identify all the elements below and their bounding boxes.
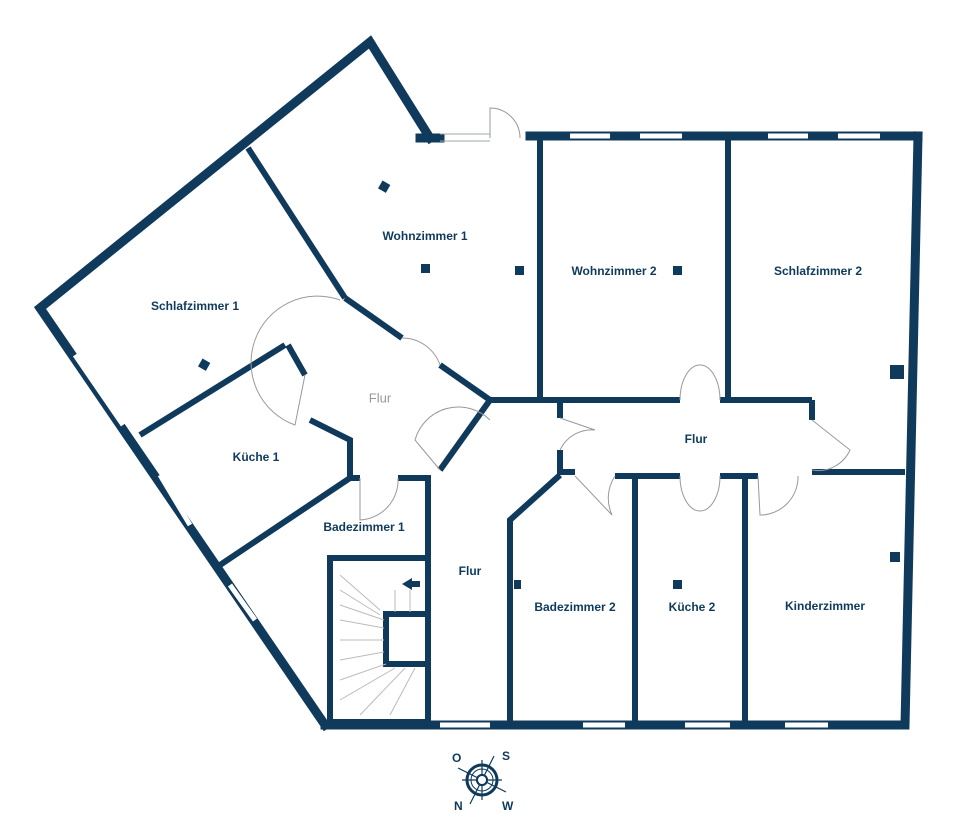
- compass-n: N: [454, 799, 463, 813]
- compass-s: S: [502, 749, 510, 763]
- stairs: [339, 574, 416, 716]
- room-label-flur-center: Flur: [458, 564, 482, 578]
- outer-walls: [33, 35, 923, 732]
- room-label-kinderzimmer: Kinderzimmer: [784, 599, 866, 613]
- interior-walls: [138, 138, 905, 725]
- room-label-schlafzimmer1: Schlafzimmer 1: [150, 299, 240, 313]
- room-label-flur-right: Flur: [684, 432, 708, 446]
- compass-o: O: [452, 751, 461, 765]
- room-label-schlafzimmer2: Schlafzimmer 2: [773, 264, 863, 278]
- compass: O S N W: [452, 749, 514, 813]
- room-label-badezimmer1: Badezimmer 1: [323, 520, 405, 534]
- room-label-kueche1: Küche 1: [232, 450, 280, 464]
- pillars: [198, 180, 904, 589]
- doors: [250, 107, 851, 521]
- room-label-wohnzimmer1: Wohnzimmer 1: [382, 229, 468, 243]
- windows: [72, 133, 880, 728]
- stair-arrow-icon: [402, 578, 420, 590]
- room-label-wohnzimmer2: Wohnzimmer 2: [571, 264, 657, 278]
- room-label-flur-left: Flur: [368, 390, 392, 406]
- compass-w: W: [502, 799, 514, 813]
- room-label-kueche2: Küche 2: [668, 600, 716, 614]
- room-label-badezimmer2: Badezimmer 2: [534, 600, 616, 614]
